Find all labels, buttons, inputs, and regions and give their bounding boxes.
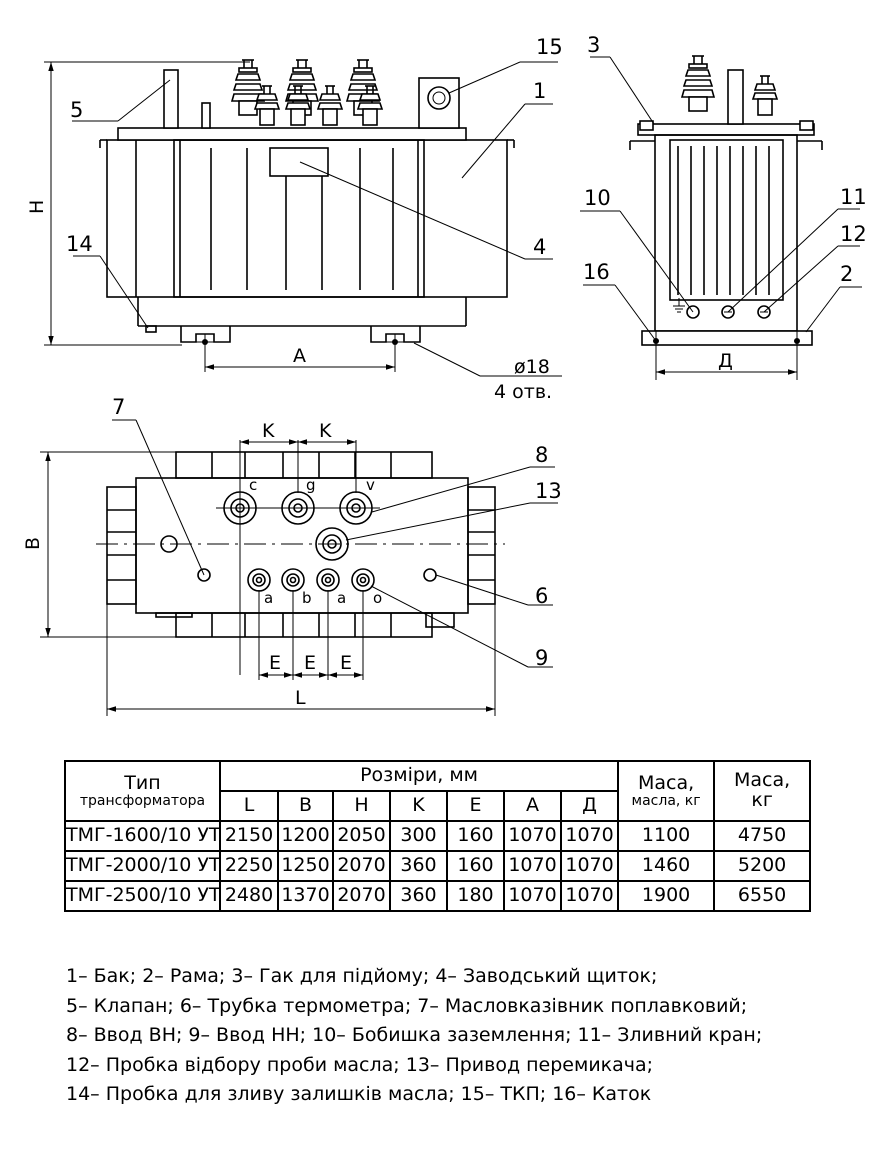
callout-10: 10	[584, 186, 611, 210]
dim-label-e2: E	[304, 652, 316, 674]
table-row: ТМГ-2500/10 УТ 2480 1370 2070 360 180 10…	[64, 880, 812, 912]
callout-4: 4	[533, 235, 546, 259]
callout-6: 6	[535, 584, 548, 608]
col-d: Д	[559, 790, 620, 822]
dim-label-e3: E	[340, 652, 352, 674]
dim-label-a: A	[293, 345, 306, 367]
transformer-drawing: 5 14 15 1 4 3 10 11 12 16 2 7 8 13 6 9 H…	[22, 33, 867, 716]
table-row: ТМГ-1600/10 УТ 2150 1200 2050 300 160 10…	[64, 820, 812, 852]
legend-line: 1– Бак; 2– Рама; 3– Гак для підйому; 4– …	[66, 965, 658, 987]
callout-14: 14	[66, 232, 93, 256]
terminal-hv-2: g	[306, 476, 316, 494]
dim-label-e1: E	[269, 652, 281, 674]
legend-line: 12– Пробка відбору проби масла; 13– Прив…	[66, 1053, 654, 1076]
terminal-lv-3: a	[337, 589, 346, 607]
callout-11: 11	[840, 185, 867, 209]
callout-12: 12	[840, 222, 867, 246]
legend-line: 14– Пробка для зливу залишків масла; 15–…	[66, 1083, 652, 1105]
table-row: ТМГ-2000/10 УТ 2250 1250 2070 360 160 10…	[64, 850, 812, 882]
col-b: B	[277, 790, 334, 822]
dim-label-h: H	[26, 200, 48, 214]
callout-16: 16	[583, 260, 610, 284]
col-a: A	[503, 790, 562, 822]
callout-13: 13	[535, 479, 562, 503]
dim-label-b: B	[22, 537, 44, 550]
callout-2: 2	[840, 262, 853, 286]
callout-3: 3	[587, 33, 600, 57]
hole-count: 4 отв.	[494, 381, 552, 403]
legend: 1– Бак; 2– Рама; 3– Гак для підйому; 4– …	[66, 962, 856, 1110]
spec-table: Тип трансформатора Розміри, мм Маса, мас…	[64, 760, 812, 912]
header-sizes: Розміри, мм	[218, 760, 620, 792]
header-oil-mass: Маса, масла, кг	[617, 760, 716, 822]
terminal-lv-1: a	[264, 589, 273, 607]
callout-8: 8	[535, 443, 548, 467]
hole-diameter: ø18	[514, 356, 550, 378]
terminal-hv-1: c	[249, 476, 257, 494]
dim-label-l: L	[295, 687, 306, 709]
terminal-lv-2: b	[302, 589, 312, 607]
header-mass: Маса, кг	[713, 760, 812, 822]
col-e: E	[446, 790, 505, 822]
col-k: K	[389, 790, 448, 822]
callout-1: 1	[533, 79, 546, 103]
terminal-lv-4: o	[373, 589, 382, 607]
dim-label-d: Д	[718, 350, 733, 372]
front-view	[44, 59, 562, 377]
col-h: H	[332, 790, 391, 822]
dim-label-k2: K	[319, 420, 332, 442]
col-l: L	[219, 790, 279, 822]
dim-label-k1: K	[262, 420, 275, 442]
callout-7: 7	[112, 395, 125, 419]
callout-5: 5	[70, 98, 83, 122]
side-view	[580, 55, 862, 380]
top-view	[40, 419, 558, 716]
callout-15: 15	[536, 35, 563, 59]
legend-line: 8– Ввод ВН; 9– Ввод НН; 10– Бобишка зазе…	[66, 1024, 763, 1046]
legend-line: 5– Клапан; 6– Трубка термометра; 7– Масл…	[66, 994, 748, 1017]
callout-9: 9	[535, 646, 548, 670]
header-type: Тип трансформатора	[64, 760, 221, 822]
terminal-hv-3: v	[366, 476, 375, 494]
